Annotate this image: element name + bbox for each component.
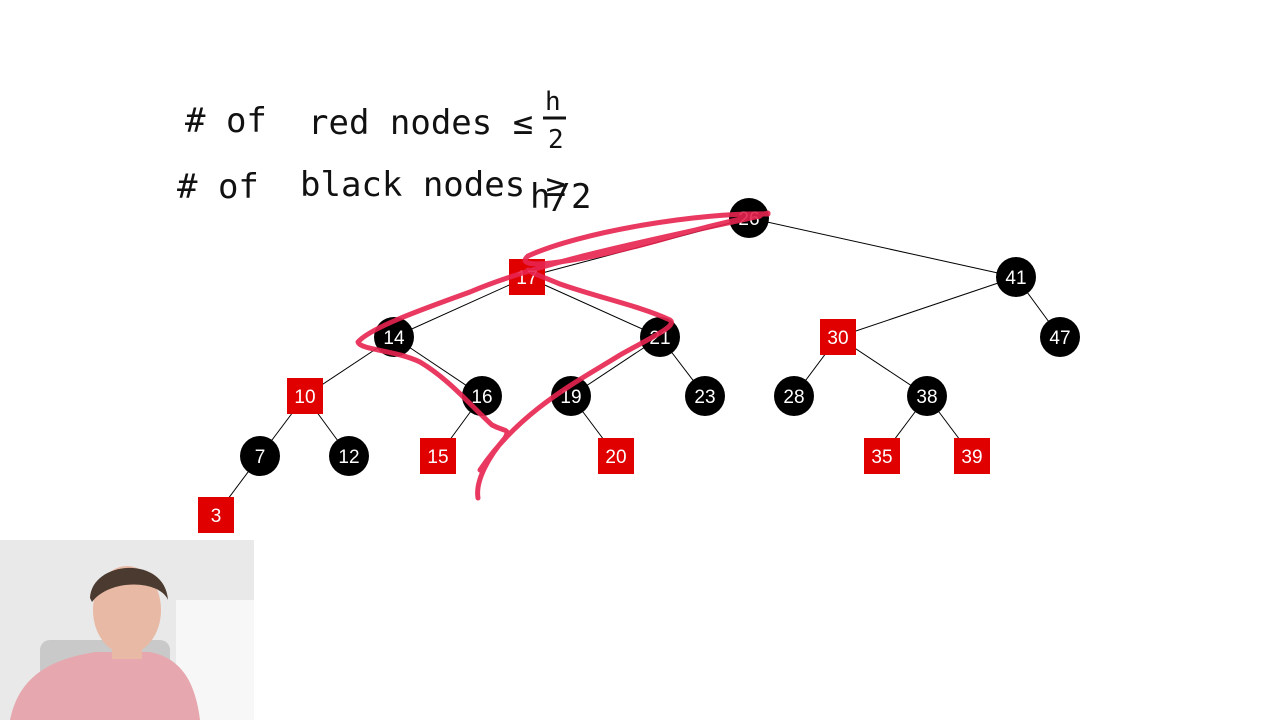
red-node-10: 10 [287,378,323,414]
red-node-30: 30 [820,319,856,355]
red-node-39: 39 [954,438,990,474]
node-label: 47 [1049,328,1070,349]
red-node-20: 20 [598,438,634,474]
black-node-19: 19 [551,376,591,416]
node-shape [954,438,990,474]
annotation-line1-text: red nodes ≤ [308,103,533,143]
black-node-23: 23 [685,376,725,416]
black-node-47: 47 [1040,317,1080,357]
tree-edge [393,276,528,338]
black-node-16: 16 [462,376,502,416]
node-label: 20 [605,447,626,468]
node-shape [287,378,323,414]
tree-edge [526,276,661,338]
red-node-15: 15 [420,438,456,474]
node-shape [329,436,369,476]
node-label: 10 [294,387,315,408]
marker-strokes [355,210,771,501]
node-shape [996,257,1036,297]
red-node-3: 3 [198,497,234,533]
node-label: 15 [427,447,448,468]
annotation-red-nodes: # of red nodes ≤ h 2 [185,87,566,155]
annotation-line2-text: black nodes ≥ [300,165,566,205]
node-shape [1040,317,1080,357]
node-shape [240,436,280,476]
node-shape [198,497,234,533]
node-shape [864,438,900,474]
node-label: 14 [383,328,405,349]
node-label: 23 [694,387,715,408]
node-label: 12 [338,447,359,468]
node-label: 41 [1005,268,1026,289]
node-shape [598,438,634,474]
node-label: 7 [255,447,266,468]
node-label: 19 [560,387,581,408]
node-label: 3 [211,506,222,527]
node-shape [820,319,856,355]
node-label: 30 [827,328,848,349]
marker-stroke-lower [355,213,763,501]
node-shape [685,376,725,416]
black-node-28: 28 [774,376,814,416]
annotation-line2-prefix: # of [177,167,259,207]
black-node-38: 38 [907,376,947,416]
tree-edge [748,217,1017,278]
node-label: 16 [471,387,492,408]
tree-edge [837,276,1017,338]
webcam-video [0,540,254,720]
node-label: 38 [916,387,937,408]
black-node-41: 41 [996,257,1036,297]
node-shape [907,376,947,416]
black-node-7: 7 [240,436,280,476]
person-icon [0,540,254,720]
node-shape [420,438,456,474]
red-node-35: 35 [864,438,900,474]
black-node-12: 12 [329,436,369,476]
annotation-line1-prefix: # of [185,101,267,141]
annotation-line1-denominator: 2 [548,125,564,155]
annotation-line1-numerator: h [545,87,561,117]
node-shape [551,376,591,416]
black-node-21: 21 [640,317,680,357]
node-label: 35 [871,447,892,468]
annotation-line2-value: h/2 [530,177,591,217]
annotation-black-nodes: # of black nodes ≥ h/2 [177,165,591,217]
node-label: 28 [783,387,804,408]
node-label: 39 [961,447,982,468]
node-shape [774,376,814,416]
